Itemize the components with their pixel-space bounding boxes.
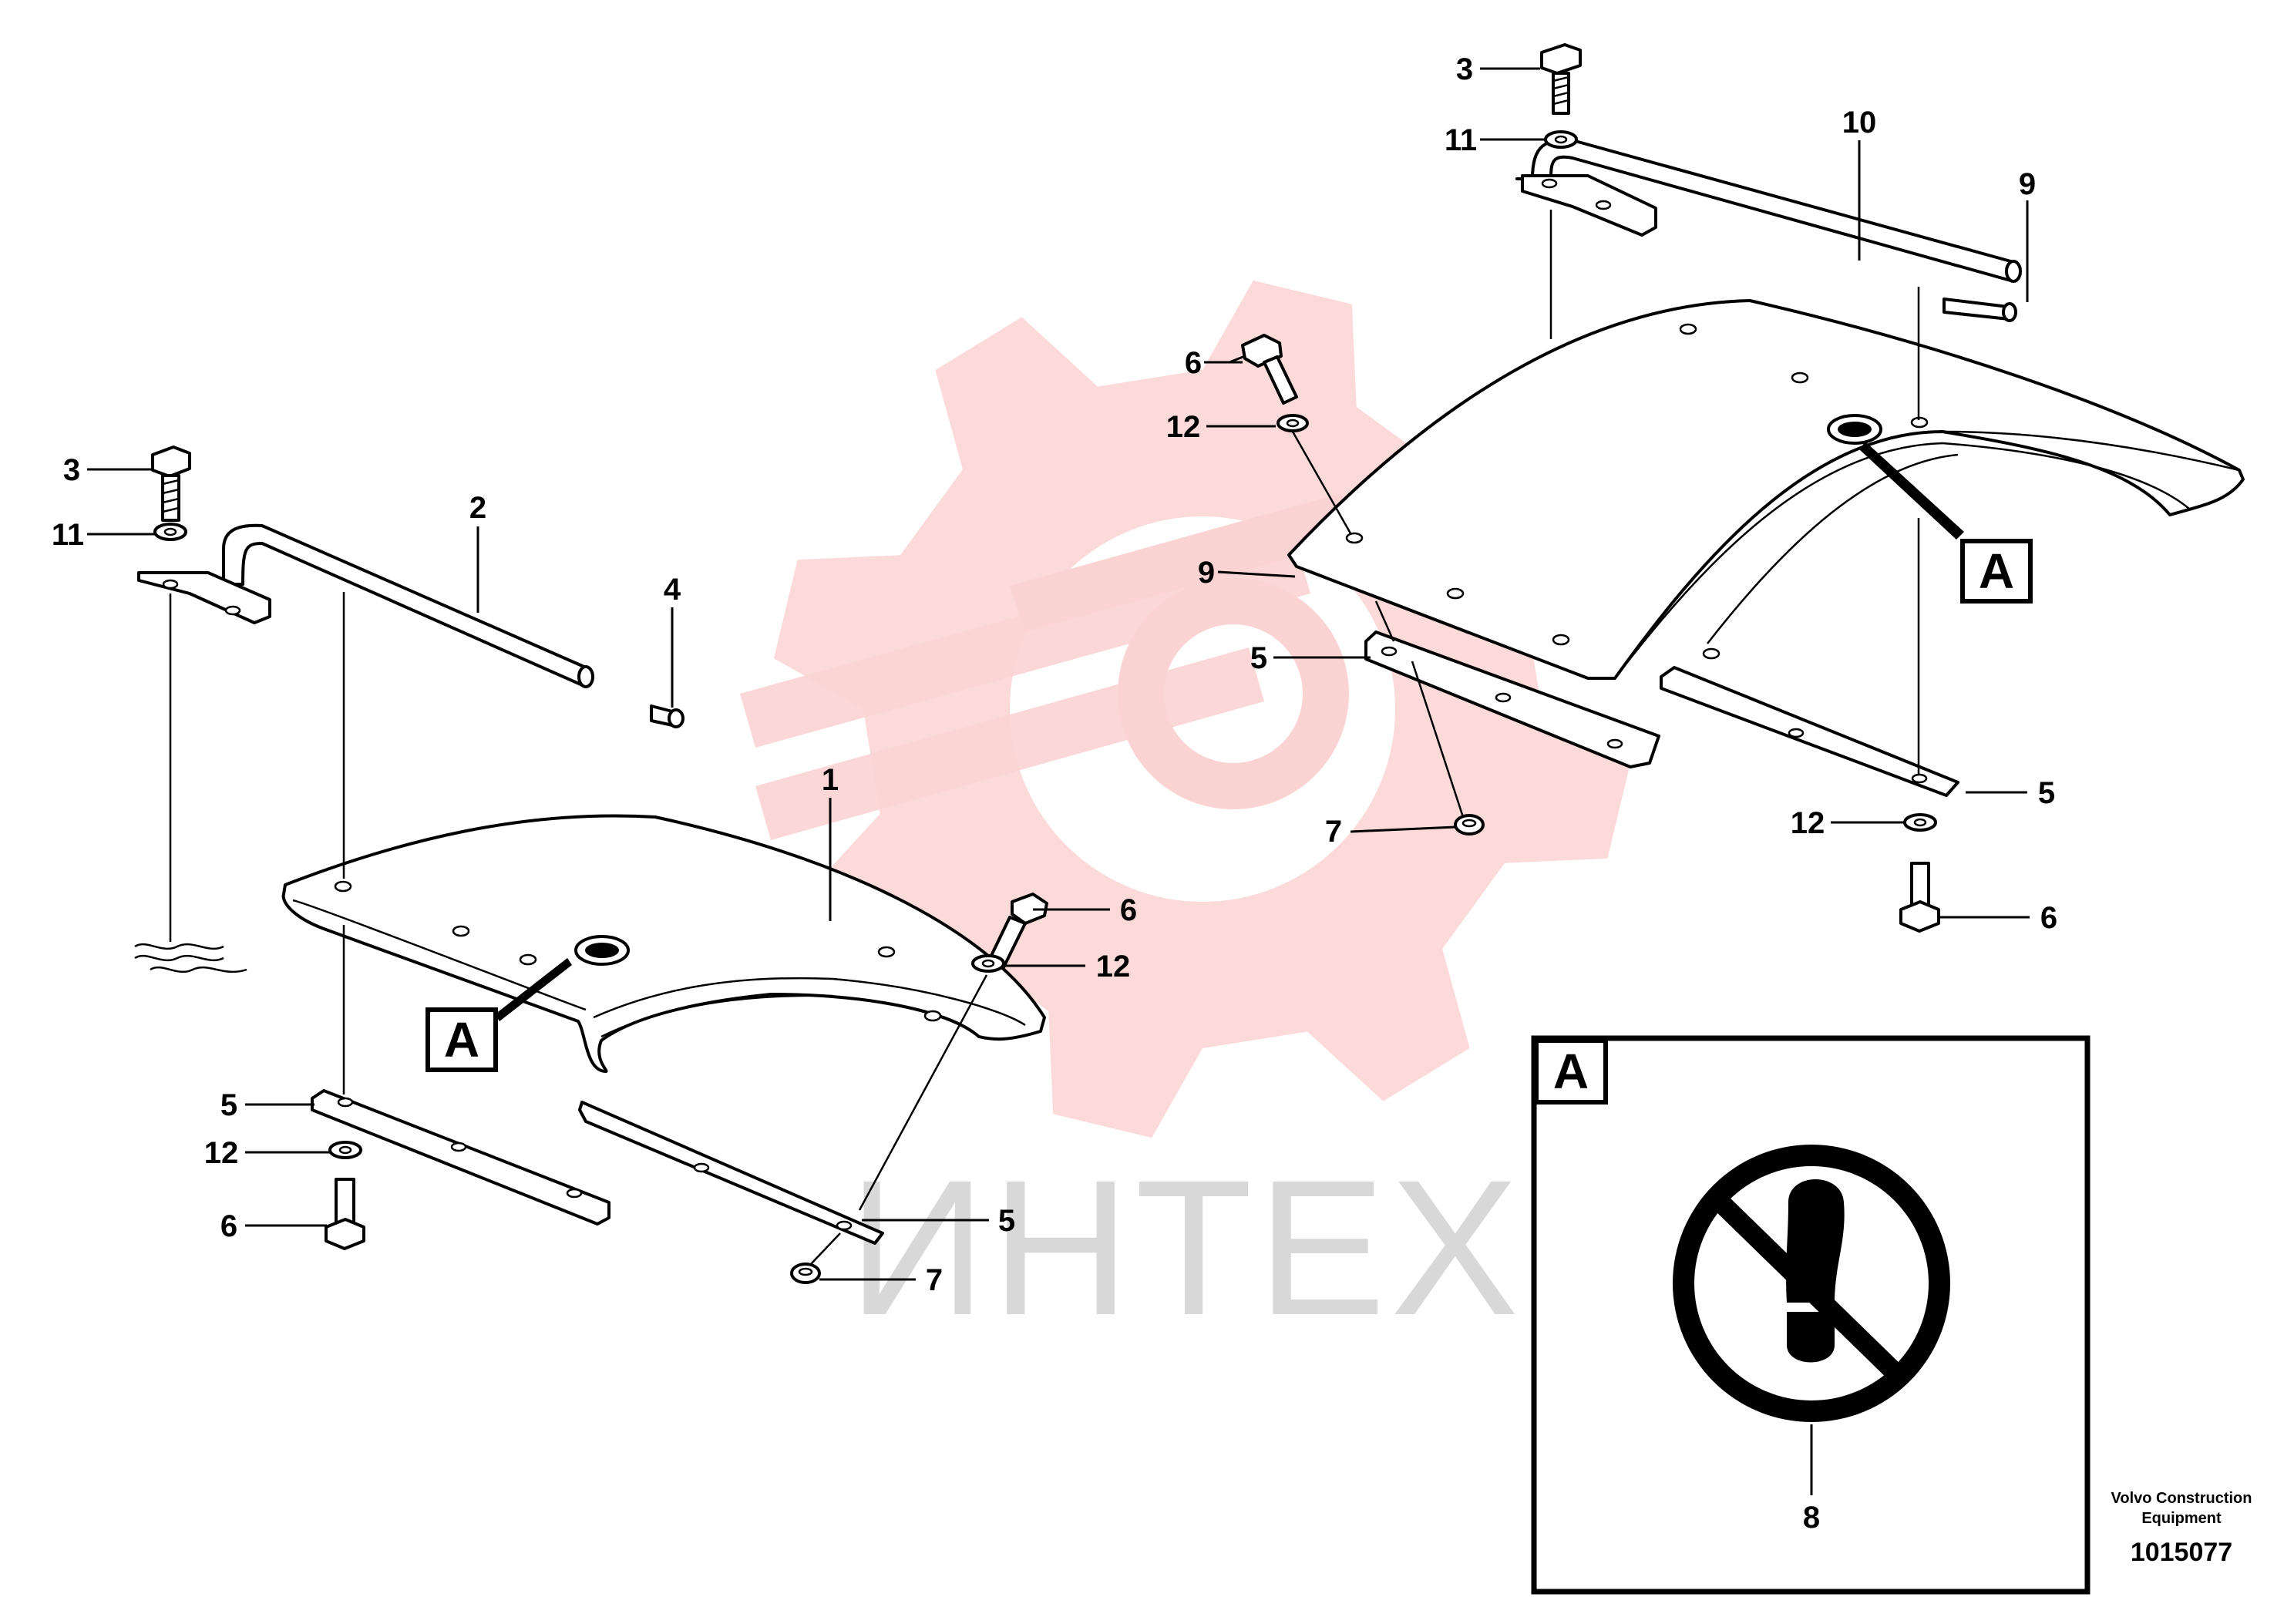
callout-A-left[interactable]: A [426,1007,498,1072]
left-fender[interactable] [281,814,1046,1073]
left-pin[interactable] [650,704,684,728]
drawing-number: 1015077 [2131,1538,2232,1567]
credit-line-2: Equipment [2141,1510,2222,1527]
left-strip-left[interactable] [311,1089,610,1226]
label-left-1[interactable]: 1 [822,763,839,797]
label-right-9-top[interactable]: 9 [2019,167,2036,201]
right-mount-plate[interactable] [1521,174,1657,237]
label-left-2[interactable]: 2 [469,491,486,525]
left-assembly [134,446,1048,1284]
right-mid-washer[interactable] [1276,414,1309,432]
svg-text:A: A [1979,543,2014,599]
credit-line-1: Volvo Construction [2111,1490,2252,1507]
label-left-12-right[interactable]: 12 [1096,950,1131,983]
label-right-5-left[interactable]: 5 [1250,641,1267,675]
label-left-6-right[interactable]: 6 [1120,893,1137,927]
svg-text:A: A [444,1012,479,1068]
right-top-bolt[interactable] [1540,43,1582,115]
left-top-bolt[interactable] [151,446,191,522]
callout-A-right[interactable]: A [1960,539,2033,604]
left-nut[interactable] [790,1263,821,1284]
leader-lines [87,67,2030,1281]
watermark-text: ИНТЕХ [848,1140,1523,1355]
detail-A-panel: A 8 [1531,1035,2090,1595]
label-right-6[interactable]: 6 [1185,346,1202,380]
left-no-step-decal-icon [574,935,630,966]
left-mount-plate[interactable] [137,571,271,624]
right-no-step-decal-icon [1827,414,1882,445]
left-handle-bar[interactable] [222,523,594,688]
label-right-12-right[interactable]: 12 [1791,806,1825,840]
right-nut[interactable] [1454,814,1485,836]
label-right-3[interactable]: 3 [1456,52,1473,86]
right-lower-washer[interactable] [1903,813,1937,832]
right-mid-bolt[interactable] [1241,334,1298,405]
right-assembly [1241,43,2245,933]
no-step-sign-icon [1673,1145,1950,1422]
label-left-12[interactable]: 12 [204,1136,239,1170]
left-lower-bolt[interactable] [325,1178,365,1250]
right-fender[interactable] [1287,299,2245,680]
label-left-6[interactable]: 6 [220,1209,237,1243]
right-strip-right[interactable] [1660,666,1959,797]
label-left-11[interactable]: 11 [52,518,84,552]
right-top-washer[interactable] [1544,130,1578,149]
label-left-4[interactable]: 4 [664,573,681,607]
label-right-12[interactable]: 12 [1166,410,1201,444]
detail-item-label: 8 [1803,1501,1820,1535]
label-left-5[interactable]: 5 [220,1088,237,1122]
item-labels: 3 11 10 9 6 12 9 5 7 12 5 6 3 11 2 4 1 6… [52,52,2057,1297]
callout-pointer-left [495,958,572,1021]
label-right-7[interactable]: 7 [1325,815,1342,849]
left-lower-washer[interactable] [328,1141,362,1159]
label-right-10[interactable]: 10 [1842,106,1877,140]
label-right-6-right[interactable]: 6 [2040,901,2057,935]
callout-pointer-right [1859,442,1964,540]
right-strip-left[interactable] [1364,630,1660,768]
left-top-washer[interactable] [153,523,187,541]
detail-letter: A [1553,1044,1589,1099]
right-pin[interactable] [1942,298,2017,322]
left-mid-washer[interactable] [971,954,1005,973]
label-left-5-right[interactable]: 5 [998,1204,1015,1238]
ground-break-line [134,943,247,973]
right-lower-bolt[interactable] [1899,862,1940,933]
left-strip-mid[interactable] [578,1101,884,1245]
label-right-9-left[interactable]: 9 [1198,556,1215,590]
label-right-11[interactable]: 11 [1445,123,1477,157]
label-left-3[interactable]: 3 [63,453,80,487]
label-right-5-right[interactable]: 5 [2038,776,2055,810]
label-left-7[interactable]: 7 [926,1263,943,1297]
